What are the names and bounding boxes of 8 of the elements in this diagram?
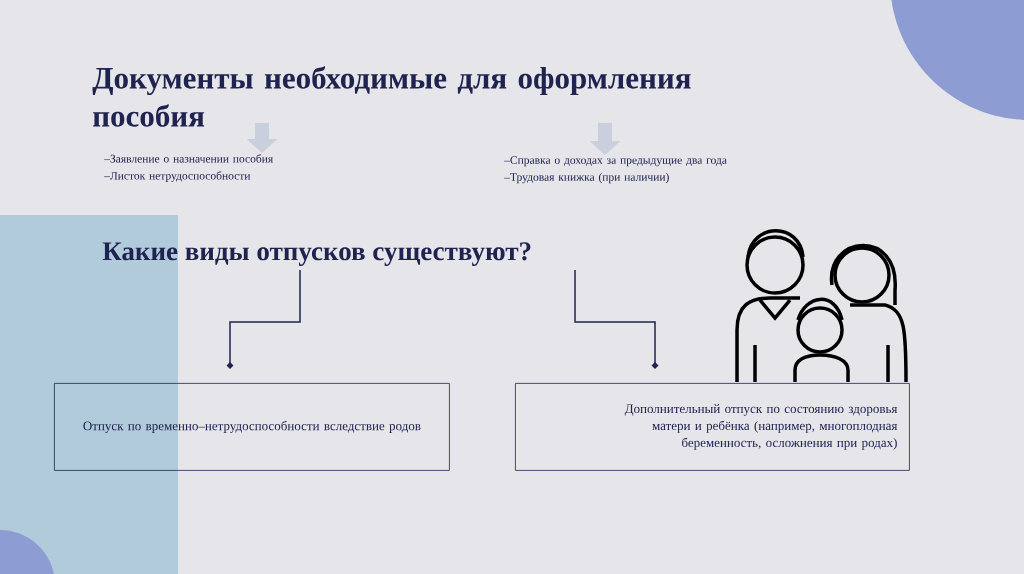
document-list: –Справка о доходах за предыдущие два года –Трудовая книжка (при наличии) (504, 156, 727, 184)
document-list: –Заявление о назначении пособия –Листок нетрудоспособности (104, 154, 273, 182)
connector (226, 269, 301, 369)
heading: Какие виды отпусков существуют? (102, 242, 531, 266)
category-box: Отпуск по временно–нетрудоспособности вследствие родов (54, 383, 450, 471)
category-box: Дополнительный отпуск по состоянию здоровья матери и ребёнка (например, многоплодная беременность, осложнения при родах) (515, 383, 910, 471)
connector (574, 269, 659, 369)
title: Документы необходимые для оформления пособия (92, 66, 691, 127)
